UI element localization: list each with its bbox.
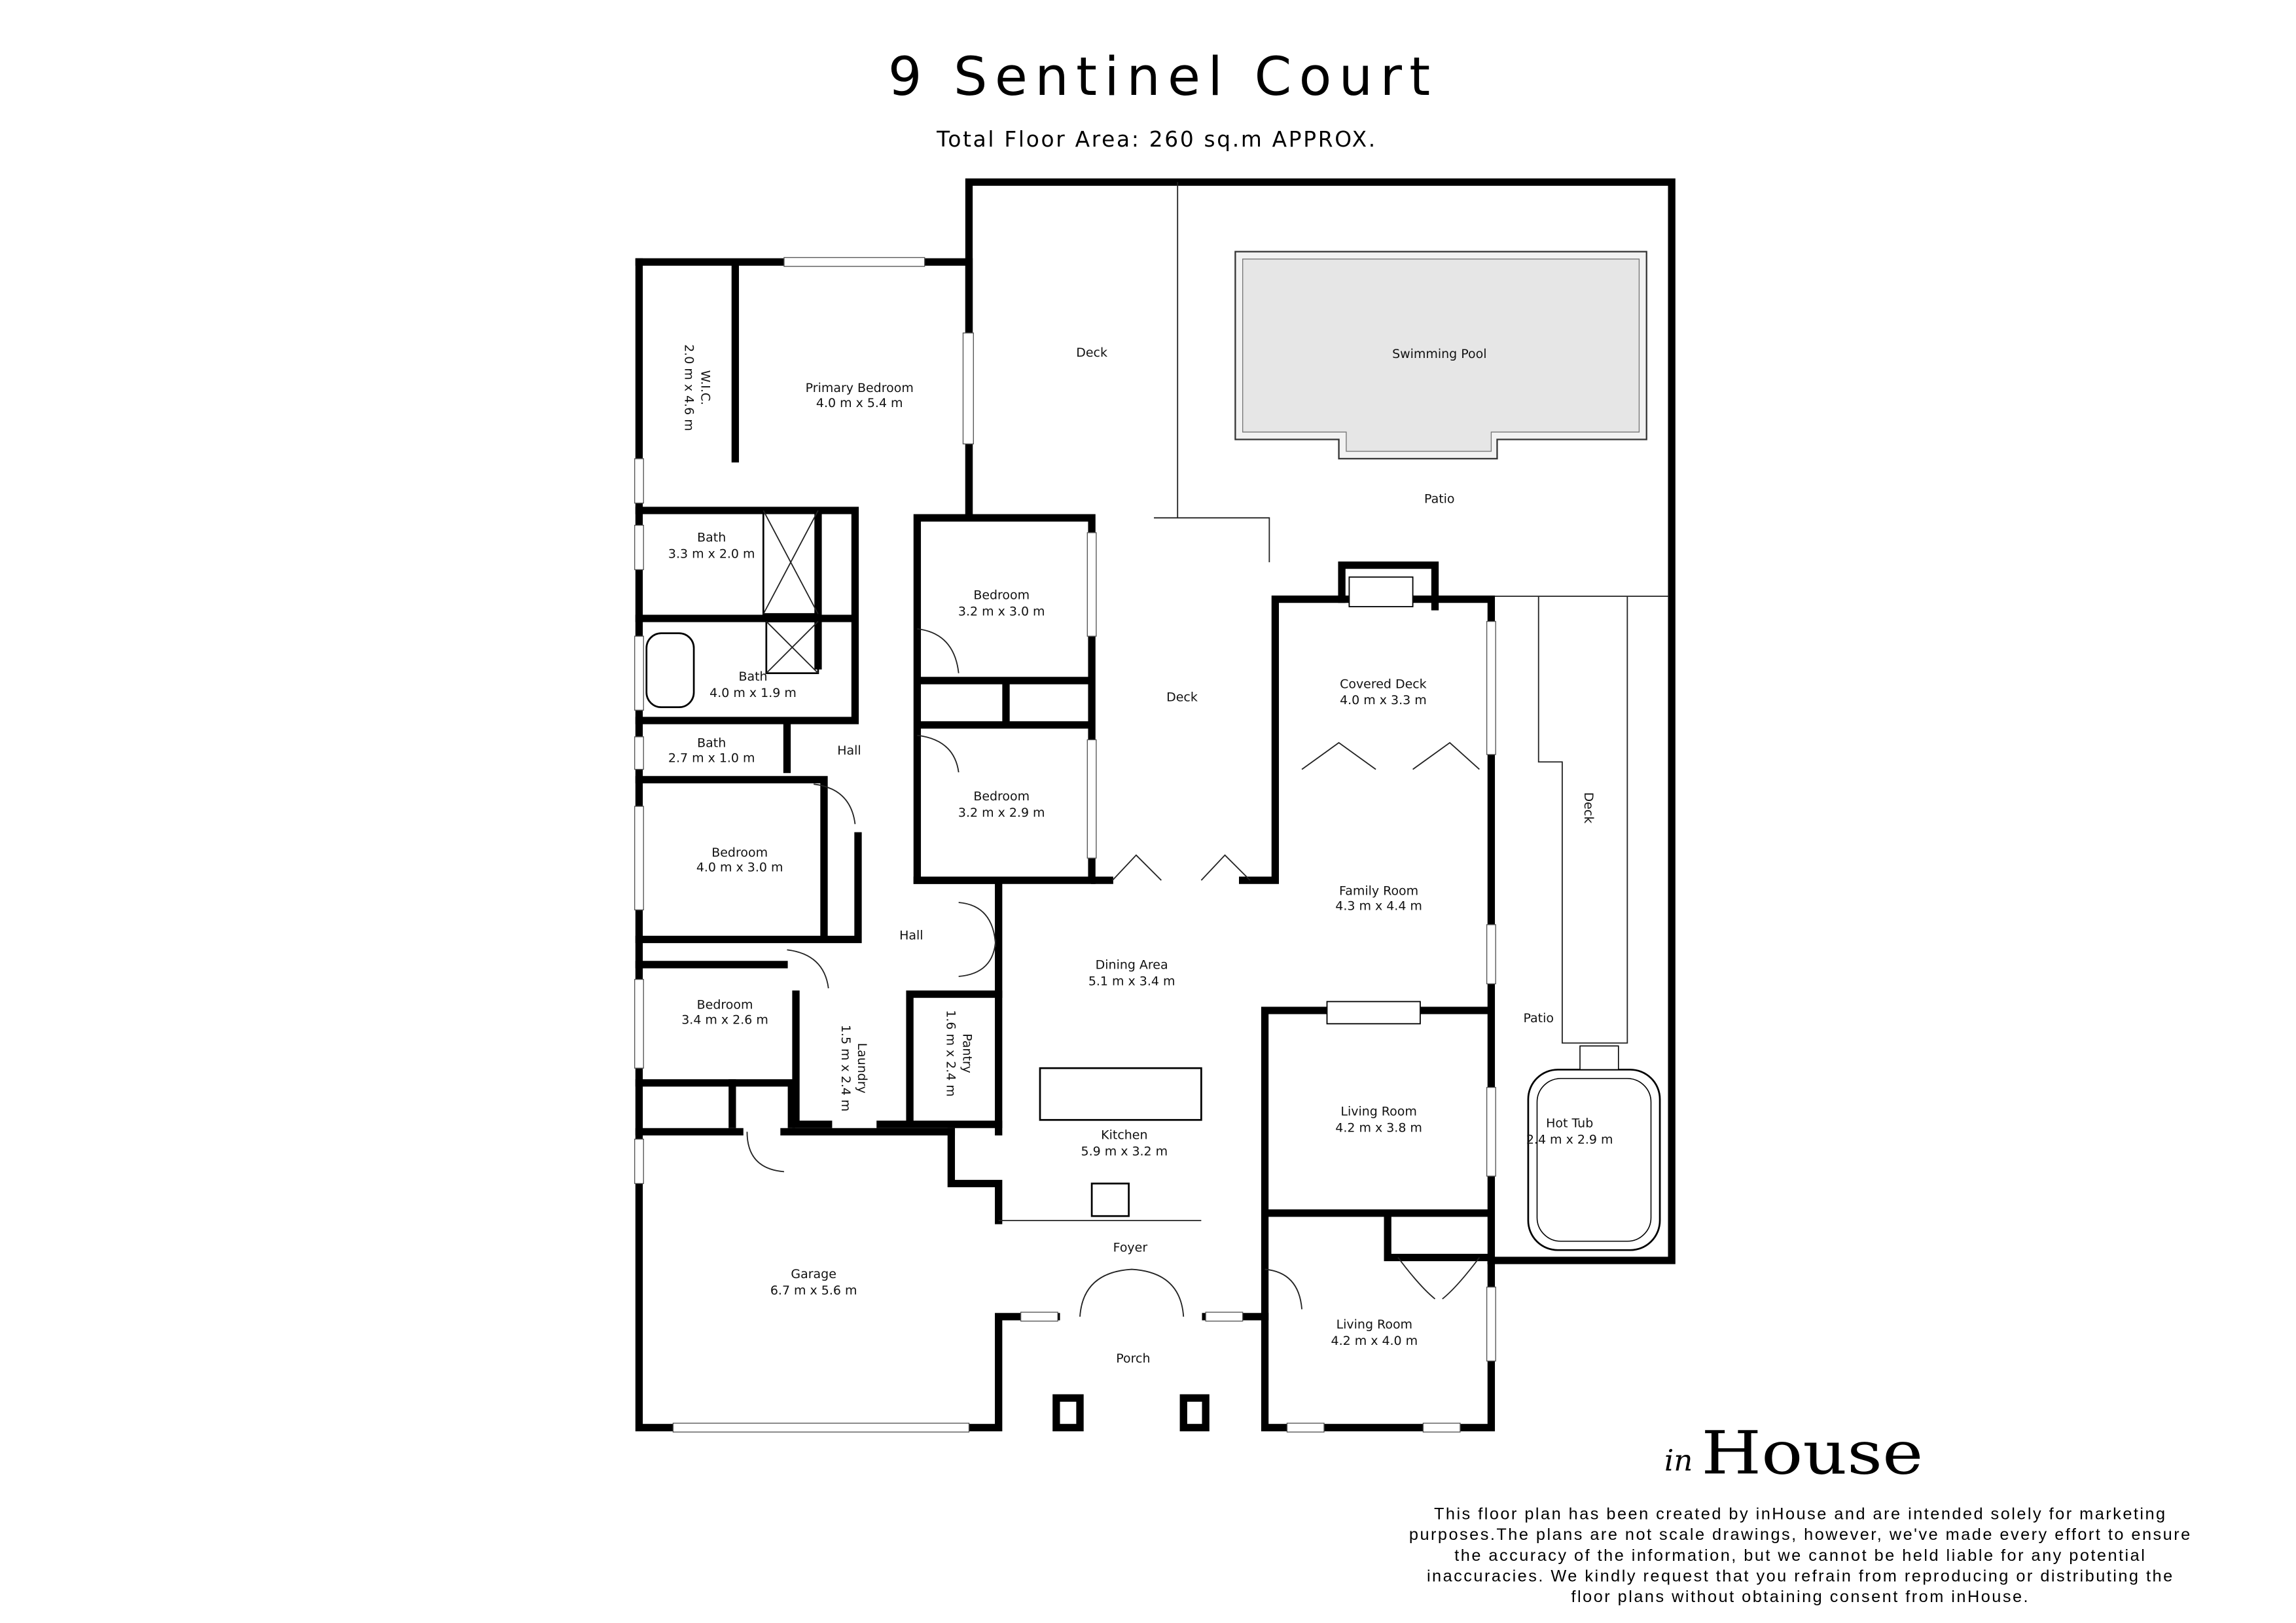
label-bath-3-dims: 2.7 m x 1.0 m xyxy=(668,751,755,765)
label-bedroom-4: Bedroom xyxy=(697,998,753,1012)
label-laundry-dims: 1.5 m x 2.4 m xyxy=(838,1025,853,1112)
label-garage-dims: 6.7 m x 5.6 m xyxy=(770,1283,857,1298)
disclaimer-line: This floor plan has been created by inHo… xyxy=(1434,1505,2167,1524)
label-bedroom-2: Bedroom xyxy=(973,789,1030,804)
label-dining-area: Dining Area xyxy=(1096,958,1168,972)
outdoor-area xyxy=(965,178,1676,1264)
label-primary-bedroom-dims: 4.0 m x 5.4 m xyxy=(816,396,903,410)
label-kitchen-dims: 5.9 m x 3.2 m xyxy=(1081,1145,1168,1159)
label-living-room-1: Living Room xyxy=(1340,1104,1416,1118)
disclaimer-line: purposes.The plans are not scale drawing… xyxy=(1409,1525,2192,1544)
label-hot-tub: Hot Tub xyxy=(1546,1116,1593,1131)
logo-house: House xyxy=(1701,1419,1923,1488)
label-pantry-dims: 1.6 m x 2.4 m xyxy=(944,1010,958,1097)
label-wic: W.I.C. xyxy=(698,370,712,406)
label-bedroom-1-dims: 3.2 m x 3.0 m xyxy=(958,605,1045,619)
label-family-room-dims: 4.3 m x 4.4 m xyxy=(1335,899,1422,913)
label-living-room-2-dims: 4.2 m x 4.0 m xyxy=(1331,1334,1418,1348)
label-deck-side: Deck xyxy=(1581,792,1596,823)
logo-script: in xyxy=(1664,1443,1693,1478)
label-bath-1-dims: 3.3 m x 2.0 m xyxy=(668,546,755,561)
label-swimming-pool: Swimming Pool xyxy=(1392,347,1486,361)
disclaimer-line: floor plans without obtaining consent fr… xyxy=(1571,1588,2030,1606)
disclaimer-line: inaccuracies. We kindly request that you… xyxy=(1427,1567,2174,1585)
inhouse-logo: in House xyxy=(1664,1419,1924,1488)
label-bath-2: Bath xyxy=(738,669,767,684)
label-laundry: Laundry xyxy=(855,1043,869,1094)
plan-subtitle: Total Floor Area: 260 sq.m APPROX. xyxy=(936,127,1377,152)
label-family-room: Family Room xyxy=(1339,884,1418,899)
label-bedroom-4-dims: 3.4 m x 2.6 m xyxy=(681,1012,768,1027)
label-pantry: Pantry xyxy=(960,1033,974,1073)
plan-title: 9 Sentinel Court xyxy=(888,46,1438,108)
label-covered-deck: Covered Deck xyxy=(1340,677,1427,691)
label-bath-2-dims: 4.0 m x 1.9 m xyxy=(709,686,797,700)
room-labels: Deck Swimming Pool Patio W.I.C. 2.0 m x … xyxy=(668,344,1613,1366)
label-deck-middle: Deck xyxy=(1166,690,1198,705)
label-hall-2: Hall xyxy=(899,929,923,943)
walls xyxy=(635,258,1496,1432)
fixtures xyxy=(645,509,1480,1217)
label-bedroom-3: Bedroom xyxy=(711,846,768,860)
label-living-room-1-dims: 4.2 m x 3.8 m xyxy=(1335,1120,1422,1135)
swimming-pool xyxy=(1234,251,1647,460)
windows xyxy=(634,257,1496,1433)
label-foyer: Foyer xyxy=(1113,1240,1148,1255)
label-living-room-2: Living Room xyxy=(1336,1317,1412,1332)
label-bedroom-3-dims: 4.0 m x 3.0 m xyxy=(696,861,783,875)
label-porch: Porch xyxy=(1116,1351,1150,1366)
label-wic-dims: 2.0 m x 4.6 m xyxy=(682,344,696,431)
disclaimer-line: the accuracy of the information, but we … xyxy=(1454,1546,2146,1565)
label-bath-1: Bath xyxy=(697,530,726,544)
label-kitchen: Kitchen xyxy=(1101,1128,1147,1143)
label-hot-tub-dims: 2.4 m x 2.9 m xyxy=(1526,1132,1613,1147)
label-bath-3: Bath xyxy=(697,736,726,751)
label-dining-area-dims: 5.1 m x 3.4 m xyxy=(1088,974,1175,989)
label-deck-top: Deck xyxy=(1076,346,1107,360)
label-covered-deck-dims: 4.0 m x 3.3 m xyxy=(1340,693,1427,707)
label-patio-side: Patio xyxy=(1523,1011,1554,1026)
doors xyxy=(746,628,1480,1317)
label-primary-bedroom: Primary Bedroom xyxy=(806,381,914,395)
label-patio-top: Patio xyxy=(1424,492,1455,507)
hot-tub xyxy=(1527,1045,1661,1251)
label-bedroom-2-dims: 3.2 m x 2.9 m xyxy=(958,806,1045,820)
disclaimer: This floor plan has been created by inHo… xyxy=(1409,1505,2192,1607)
label-bedroom-1: Bedroom xyxy=(973,588,1030,603)
label-hall-1: Hall xyxy=(837,743,861,758)
label-garage: Garage xyxy=(791,1267,836,1281)
